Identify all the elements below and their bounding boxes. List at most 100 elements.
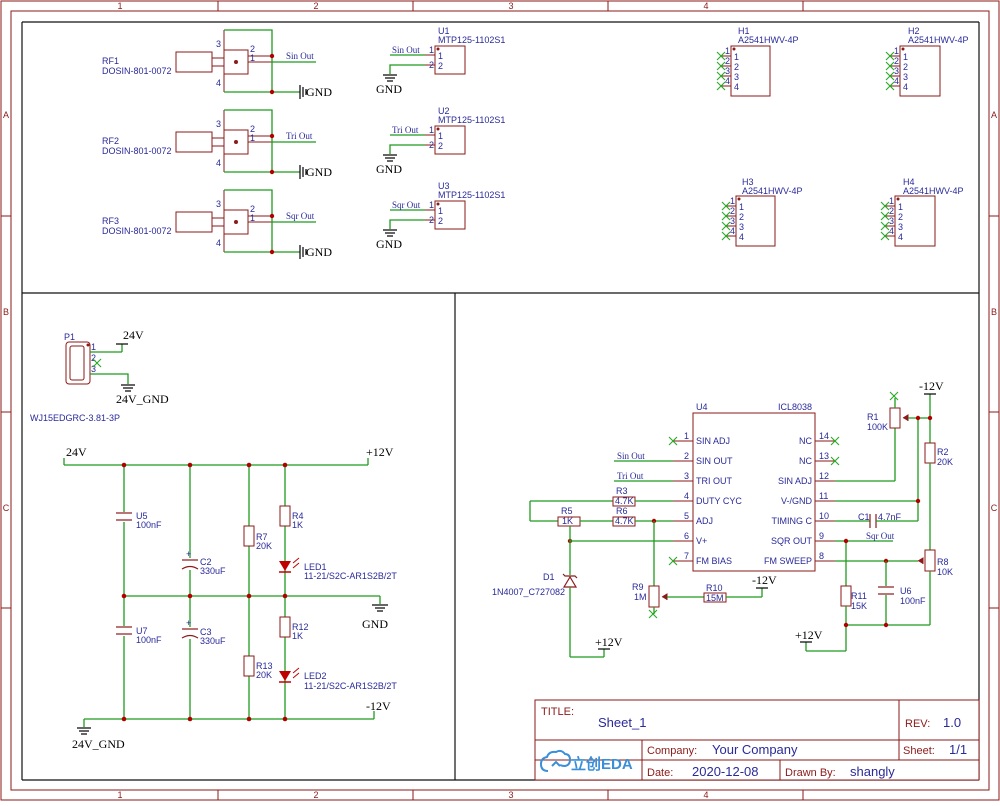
p1-net-bottom: 24V_GND bbox=[116, 392, 169, 406]
svg-text:2: 2 bbox=[250, 124, 255, 134]
r7-ref: R7 bbox=[256, 532, 268, 542]
u2-ref: U2 bbox=[438, 106, 450, 116]
u7-ref: U7 bbox=[136, 626, 148, 636]
company-value: Your Company bbox=[712, 742, 798, 757]
svg-text:4: 4 bbox=[903, 82, 908, 92]
h3-ref: H3 bbox=[742, 177, 754, 187]
svg-text:4: 4 bbox=[739, 232, 744, 242]
r9-ref: R9 bbox=[632, 582, 644, 592]
output-headers: U1 MTP125-1102S1 12 12 Sin Out GND U2 MT… bbox=[376, 26, 505, 251]
r5-value: 1K bbox=[562, 516, 573, 526]
r4-ref: R4 bbox=[292, 511, 304, 521]
svg-text:3: 3 bbox=[216, 199, 221, 209]
net-sqr-out: Sqr Out bbox=[866, 531, 895, 541]
net-minus-12v-b: -12V bbox=[752, 573, 777, 587]
col-label-4-bottom: 4 bbox=[703, 790, 708, 800]
pin-num: 9 bbox=[819, 531, 824, 541]
pin-num: 8 bbox=[819, 551, 824, 561]
r1-value: 100K bbox=[867, 422, 888, 432]
pin-num: 1 bbox=[684, 431, 689, 441]
r10-ref: R10 bbox=[706, 583, 723, 593]
rf1-net: Sin Out bbox=[286, 51, 314, 61]
u3-net: Sqr Out bbox=[392, 200, 421, 210]
svg-text:2: 2 bbox=[903, 62, 908, 72]
svg-text:2: 2 bbox=[429, 140, 434, 150]
sheet-title: Sheet_1 bbox=[598, 715, 646, 730]
pin-num: 10 bbox=[819, 511, 829, 521]
svg-text:1: 1 bbox=[725, 46, 730, 56]
svg-text:1: 1 bbox=[429, 125, 434, 135]
pin-name: FM BIAS bbox=[696, 556, 732, 566]
u1-net: Sin Out bbox=[392, 45, 420, 55]
pin-num: 11 bbox=[819, 491, 828, 501]
svg-text:4: 4 bbox=[216, 78, 221, 88]
h1-ref: H1 bbox=[738, 26, 750, 36]
pin-num: 2 bbox=[684, 451, 689, 461]
u6-value: 100nF bbox=[900, 596, 926, 606]
svg-text:2: 2 bbox=[250, 44, 255, 54]
svg-text:3: 3 bbox=[216, 119, 221, 129]
row-label-b-right: B bbox=[991, 307, 997, 317]
svg-text:2: 2 bbox=[898, 212, 903, 222]
net-minus-12v: -12V bbox=[919, 379, 944, 393]
pin-num: 12 bbox=[819, 471, 829, 481]
svg-text:2: 2 bbox=[725, 56, 730, 66]
svg-text:3: 3 bbox=[725, 66, 730, 76]
date-value: 2020-12-08 bbox=[692, 764, 759, 779]
h4-part: A2541HWV-4P bbox=[903, 186, 964, 196]
c2-value: 330uF bbox=[200, 566, 226, 576]
u7-value: 100nF bbox=[136, 635, 162, 645]
ic-right-pins: 14 NC 13 NC 12 SIN ADJ 11 V-/GND 10 TIMI… bbox=[764, 431, 829, 566]
svg-text:3: 3 bbox=[730, 216, 735, 226]
p1-power-input: P1 123 24V 24V_GND WJ15EDGRC-3.81-3P bbox=[30, 328, 169, 423]
pin-name: SQR OUT bbox=[771, 536, 813, 546]
rf2-connector: RF2 DOSIN-801-0072 34 21 Tri Out GND bbox=[102, 109, 332, 179]
u2-gnd: GND bbox=[376, 162, 402, 176]
r2-value: 20K bbox=[937, 457, 953, 467]
svg-text:4: 4 bbox=[216, 158, 221, 168]
sheet-value: 1/1 bbox=[949, 742, 967, 757]
row-label-b: B bbox=[3, 307, 9, 317]
net-plus-12v-a: +12V bbox=[595, 635, 623, 649]
col-label-3: 3 bbox=[508, 1, 513, 11]
svg-text:4: 4 bbox=[725, 76, 730, 86]
r4-value: 1K bbox=[292, 520, 303, 530]
rail-gnd: GND bbox=[362, 617, 388, 631]
svg-text:1: 1 bbox=[903, 52, 908, 62]
svg-text:1: 1 bbox=[250, 213, 255, 223]
pin-name: V+ bbox=[696, 536, 707, 546]
svg-text:3: 3 bbox=[894, 66, 899, 76]
ic-left-pins: 1 SIN ADJ 2 SIN OUT 3 TRI OUT 4 DUTY CYC… bbox=[684, 431, 742, 566]
p1-ref: P1 bbox=[64, 332, 75, 342]
u3-header: U3 MTP125-1102S1 12 12 Sqr Out GND bbox=[376, 181, 505, 251]
pin-num: 6 bbox=[684, 531, 689, 541]
sheet-label: Sheet: bbox=[903, 745, 935, 757]
svg-text:3: 3 bbox=[91, 364, 96, 374]
p1-part: WJ15EDGRC-3.81-3P bbox=[30, 413, 120, 423]
net-tri-out: Tri Out bbox=[617, 471, 644, 481]
svg-text:3: 3 bbox=[903, 72, 908, 82]
col-label-2-bottom: 2 bbox=[313, 790, 318, 800]
svg-text:2: 2 bbox=[730, 206, 735, 216]
svg-text:1: 1 bbox=[894, 46, 899, 56]
pin-name: SIN ADJ bbox=[696, 436, 730, 446]
pin-name: TIMING C bbox=[772, 516, 813, 526]
svg-text:+: + bbox=[186, 549, 191, 559]
cloud-icon bbox=[539, 749, 572, 772]
r6-ref: R6 bbox=[616, 506, 628, 516]
rail-minus-12v: -12V bbox=[366, 699, 391, 713]
svg-text:4: 4 bbox=[898, 232, 903, 242]
svg-text:2: 2 bbox=[889, 206, 894, 216]
rf-connectors: RF1 DOSIN-801-0072 34 21 Sin Out GND RF2… bbox=[102, 29, 332, 259]
svg-text:4: 4 bbox=[894, 76, 899, 86]
r6-value: 4.7K bbox=[615, 516, 634, 526]
p1-net-top: 24V bbox=[123, 328, 144, 342]
h2-ref: H2 bbox=[908, 26, 920, 36]
rf2-gnd: GND bbox=[306, 165, 332, 179]
